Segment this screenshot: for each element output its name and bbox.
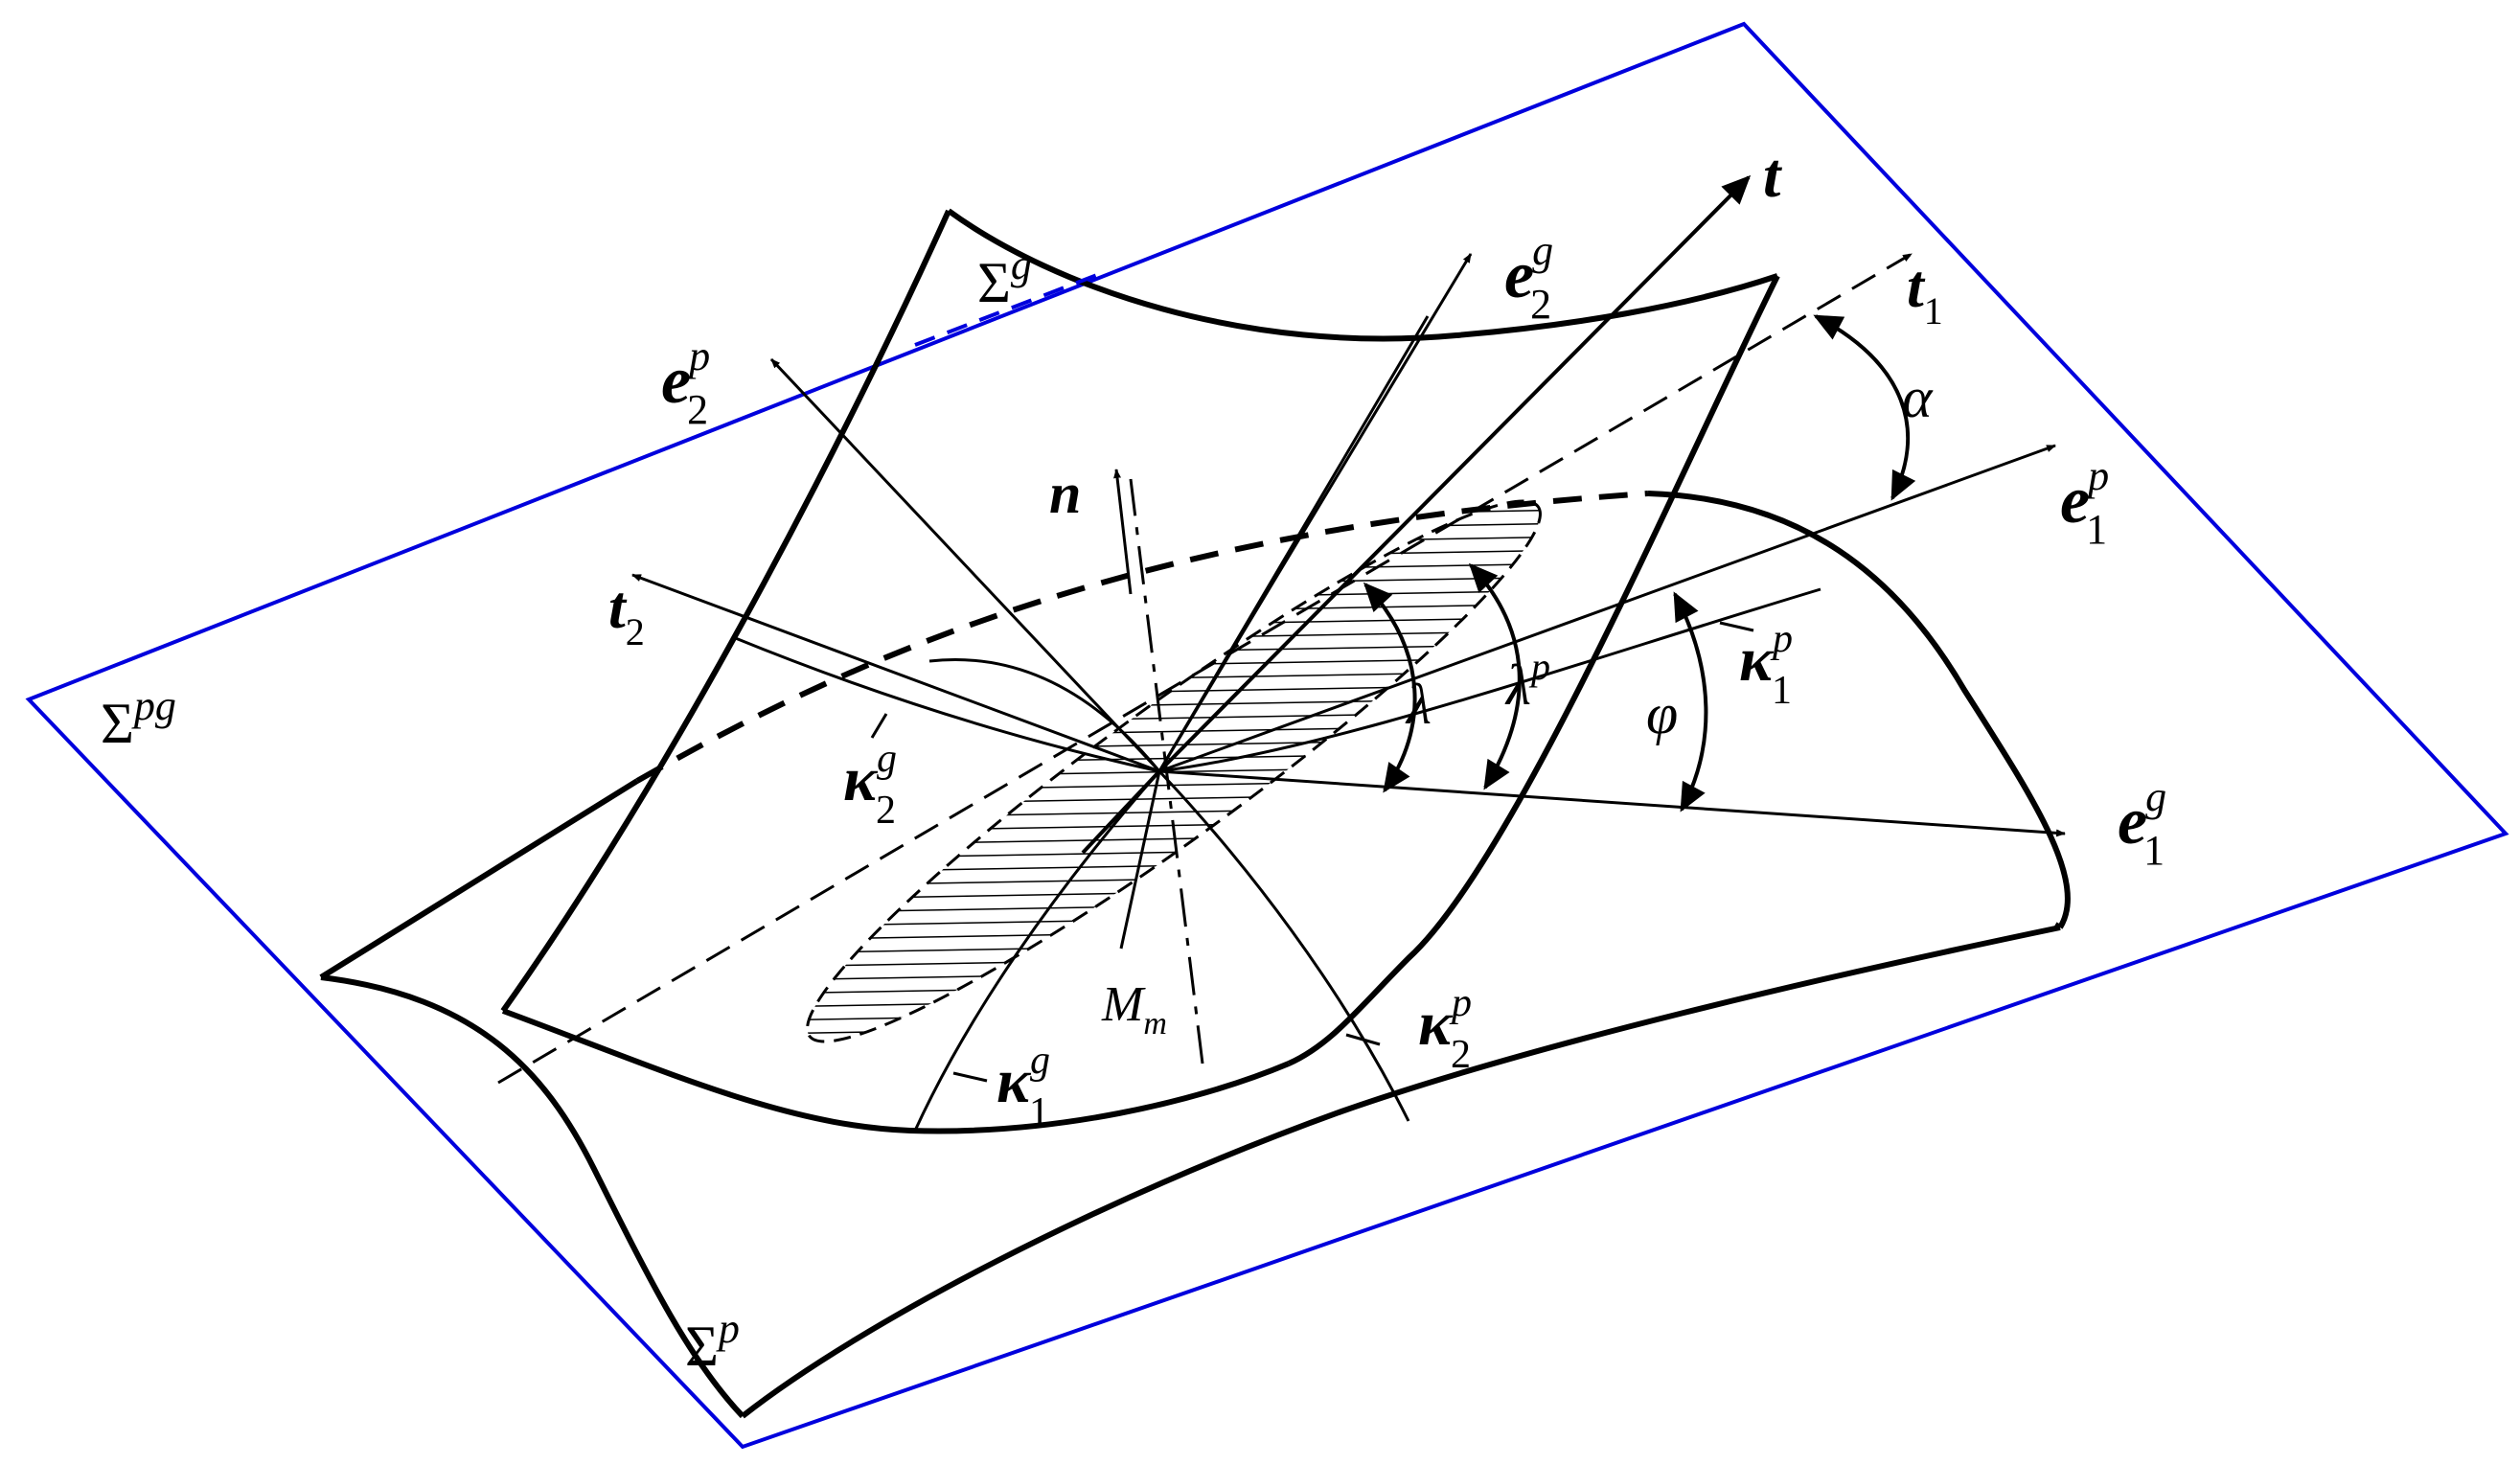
label-t1: t1 xyxy=(1907,252,1943,332)
leader-k1g xyxy=(952,1071,988,1083)
label-t: t xyxy=(1763,141,1782,211)
surface-g-bottom-edge xyxy=(501,1008,1291,1134)
label-lambdap: λp xyxy=(1504,645,1550,717)
leader-k2p xyxy=(1345,1033,1381,1046)
curve-k1g xyxy=(913,770,1161,1132)
angle-arc-phi xyxy=(1673,591,1708,813)
surface-g-right-edge xyxy=(1287,274,1780,1066)
surface-p-top-edge-dashed xyxy=(635,491,1649,784)
vector-e1g xyxy=(1158,769,2066,837)
curve-k2p xyxy=(1157,769,1410,1122)
vector-n xyxy=(1113,469,1133,595)
label-phi: φ xyxy=(1646,682,1678,745)
label-lambda: λ xyxy=(1405,673,1432,736)
surface-p-bottom-edge xyxy=(741,925,2061,1419)
surface-p-right-top-edge xyxy=(1647,491,2071,929)
vector-t-back xyxy=(1081,769,1161,855)
label-t2: t2 xyxy=(608,573,645,653)
tangent-plane-pg xyxy=(25,21,2509,1450)
surface-g-left-edge xyxy=(500,209,951,1013)
curve-k2g xyxy=(732,635,1160,773)
angle-arc-lambda xyxy=(1363,582,1417,793)
vector-t xyxy=(1157,174,1752,773)
axis-t1-dashed xyxy=(497,252,1913,1085)
label-n: n xyxy=(1049,462,1081,525)
leader-k2g xyxy=(870,713,888,739)
vector-e2p xyxy=(769,357,1161,773)
curve-k1p xyxy=(1158,587,1821,773)
angle-arc-lambdap xyxy=(1468,562,1522,790)
surface-p-top-edge-solid xyxy=(319,778,639,980)
surface-p-left-edge xyxy=(320,974,745,1419)
line-mm-down xyxy=(1119,770,1161,950)
label-sigma-pg: Σpg xyxy=(101,682,176,755)
label-sigma-p: Σp xyxy=(685,1305,740,1378)
vector-e2g-helper xyxy=(1157,315,1430,772)
label-sigma-g: Σg xyxy=(977,241,1032,314)
leader-k1p xyxy=(1719,621,1754,632)
label-point-mm: Mm xyxy=(1101,977,1167,1042)
angle-arc-alpha xyxy=(1813,314,1916,501)
plane-edge-hidden xyxy=(920,0,1083,249)
surface-g-top-edge xyxy=(947,208,1778,342)
vector-t2 xyxy=(631,573,1160,773)
label-alpha: α xyxy=(1902,366,1934,429)
